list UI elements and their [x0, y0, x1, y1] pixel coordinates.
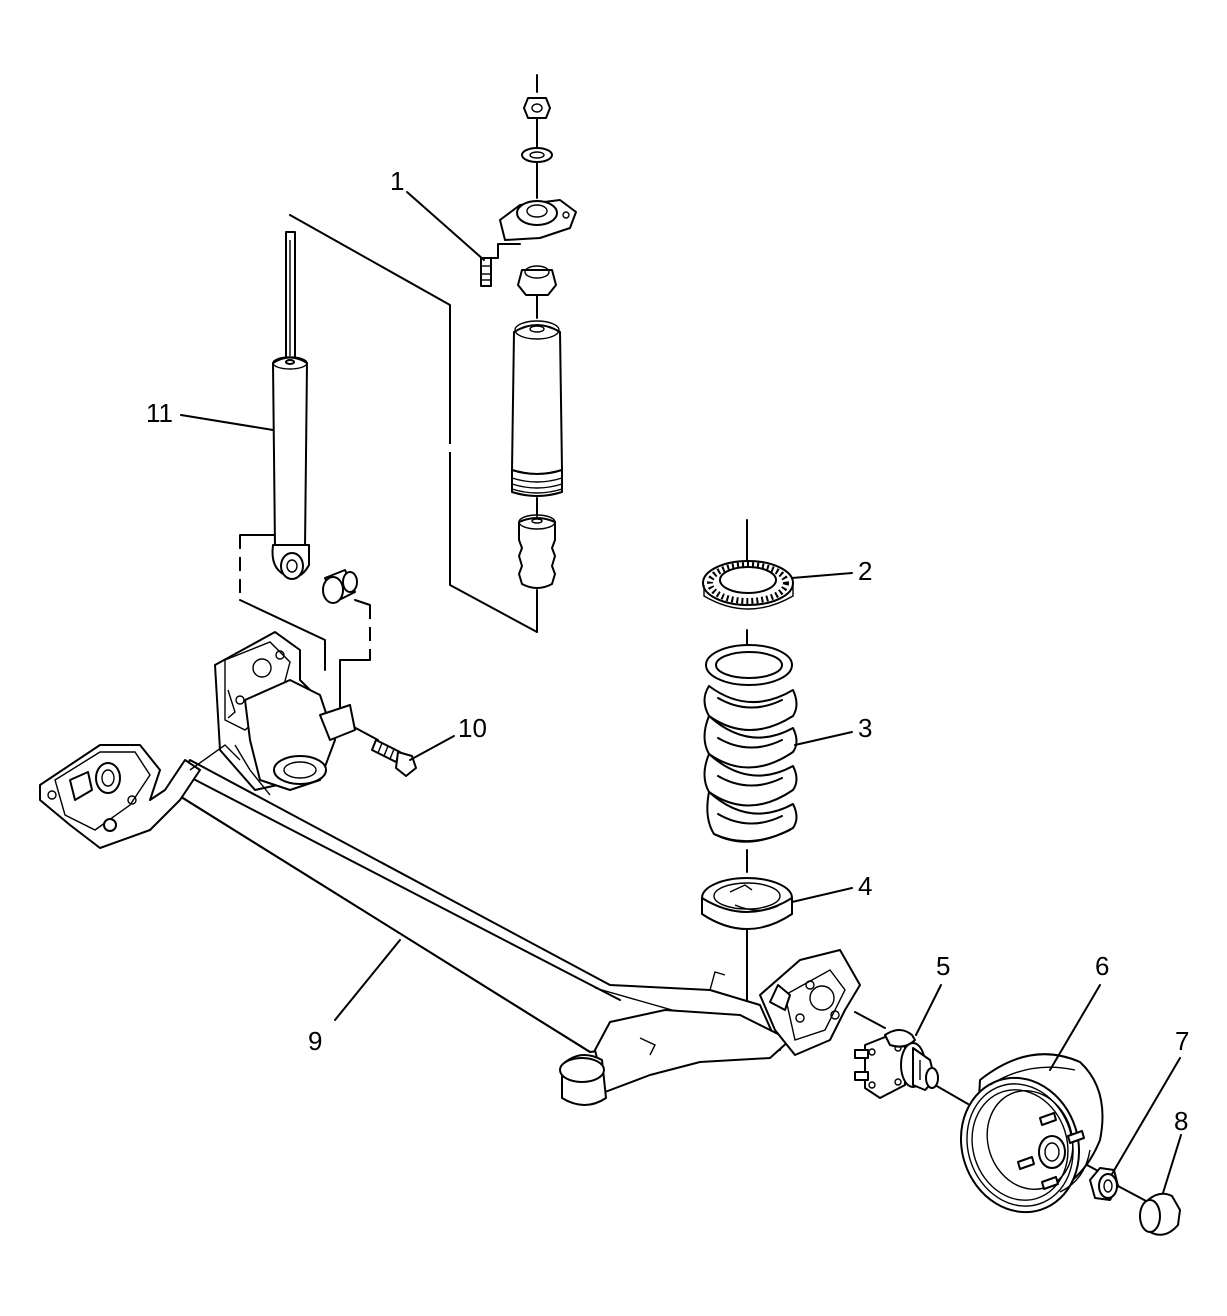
callout-3: 3 [858, 713, 872, 743]
callout-4: 4 [858, 871, 872, 901]
callout-1: 1 [390, 166, 404, 196]
hub-bearing-assembly [854, 1029, 939, 1099]
callout-9: 9 [308, 1026, 322, 1056]
callout-5: 5 [936, 951, 950, 981]
callout-leader-lines [180, 191, 1182, 1194]
callout-7: 7 [1175, 1026, 1189, 1056]
shock-absorber [271, 231, 358, 604]
callout-11: 11 [146, 398, 173, 428]
callout-6: 6 [1095, 951, 1109, 981]
callout-2: 2 [858, 556, 872, 586]
callout-labels: 1 2 3 4 5 6 7 8 9 10 11 [146, 166, 1189, 1136]
callout-10: 10 [458, 713, 487, 743]
dust-cap [1139, 1192, 1181, 1236]
bolt [371, 739, 417, 777]
brake-drum [959, 1053, 1104, 1214]
callout-8: 8 [1174, 1106, 1188, 1136]
spring-upper-seat [702, 560, 794, 610]
upper-strut-mount-assembly [480, 97, 577, 589]
coil-spring [703, 644, 798, 843]
hub-nut [1089, 1167, 1119, 1201]
spring-lower-insulator [701, 877, 793, 930]
rear-axle-beam [39, 631, 861, 1106]
